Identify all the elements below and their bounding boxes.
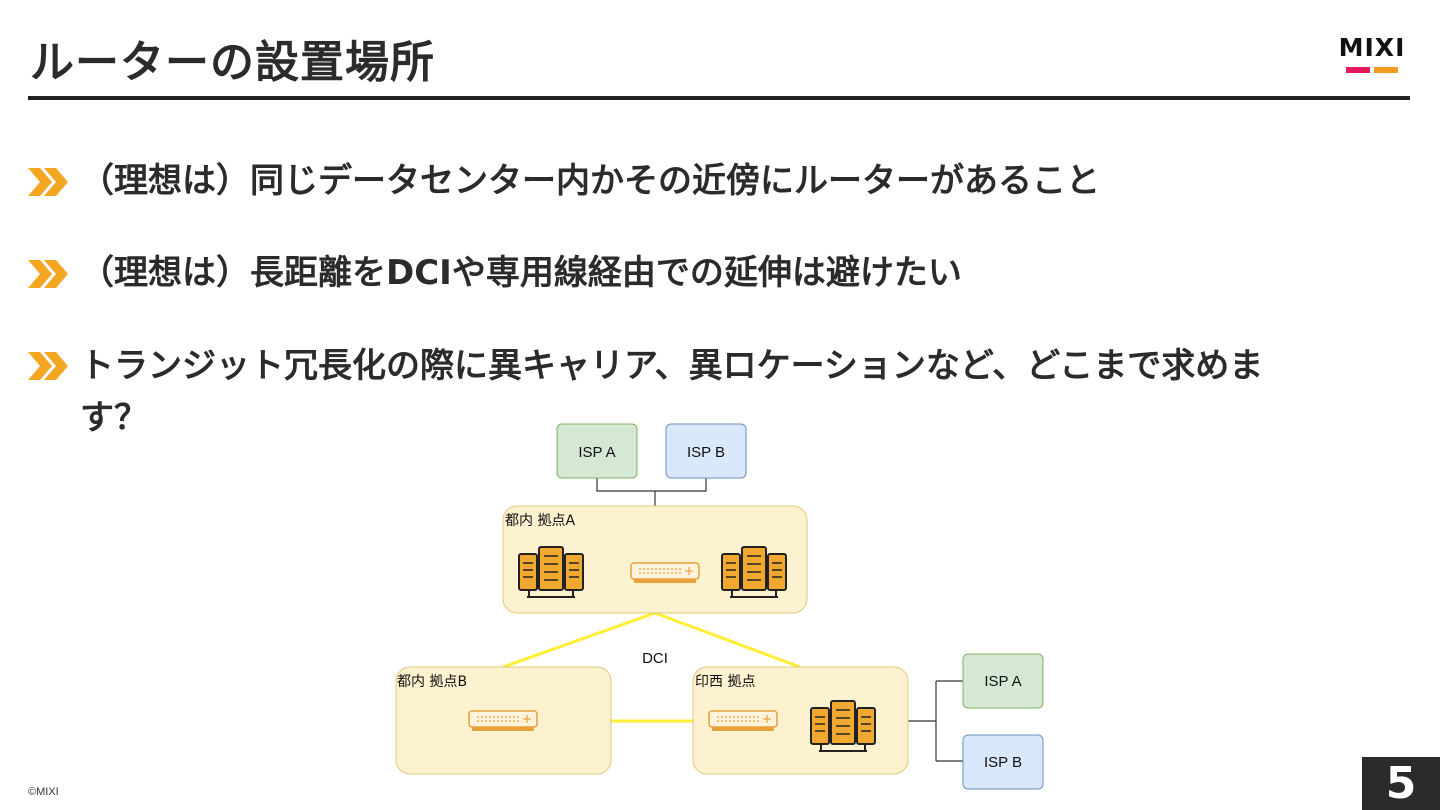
router-icon	[708, 710, 778, 732]
slide-title: ルーターの設置場所	[30, 37, 435, 88]
router-icon	[468, 710, 538, 732]
router-icon	[630, 562, 700, 584]
right-isp-a-label: ISP A	[984, 673, 1021, 690]
site-b-node: 都内 拠点B	[395, 666, 612, 775]
site-b-label: 都内 拠点B	[397, 674, 467, 690]
bullet-text-3: トランジット冗長化の際に異キャリア、異ロケーションなど、どこまで求めます？	[80, 346, 1264, 438]
copyright-text: ©MIXI	[28, 786, 59, 798]
top-isp-connector	[596, 478, 707, 492]
right-isp-b-node: ISP B	[962, 734, 1044, 790]
dci-label: DCI	[642, 650, 668, 667]
dci-link-a-b	[502, 611, 656, 669]
logo-bar-orange	[1374, 67, 1398, 73]
server-icon	[810, 700, 876, 752]
site-a-label: 都内 拠点A	[505, 513, 575, 529]
chevron-double-icon	[28, 352, 68, 380]
bullet-text-2: （理想は）長距離をDCIや専用線経由での延伸は避けたい	[80, 253, 962, 293]
top-isp-b-label: ISP B	[687, 444, 725, 461]
mixi-logo: MIXI	[1332, 34, 1412, 76]
chevron-double-icon	[28, 168, 68, 196]
dci-link-a-c	[654, 611, 801, 669]
site-c-node: 印西 拠点	[692, 666, 909, 775]
page-number: 5	[1362, 757, 1440, 810]
site-c-label: 印西 拠点	[695, 674, 755, 690]
top-isp-a-node: ISP A	[556, 423, 638, 479]
bullet-text-1: （理想は）同じデータセンター内かその近傍にルーターがあること	[80, 161, 1100, 201]
top-isp-b-node: ISP B	[665, 423, 747, 479]
logo-wordmark: MIXI	[1338, 33, 1406, 62]
server-icon	[721, 546, 787, 598]
server-icon	[518, 546, 584, 598]
top-isp-a-label: ISP A	[578, 444, 615, 461]
logo-bar-pink	[1346, 67, 1370, 73]
right-isp-a-node: ISP A	[962, 653, 1044, 709]
right-isp-b-label: ISP B	[984, 754, 1022, 771]
site-a-node: 都内 拠点A	[502, 505, 808, 614]
title-divider	[28, 96, 1410, 100]
chevron-double-icon	[28, 260, 68, 288]
